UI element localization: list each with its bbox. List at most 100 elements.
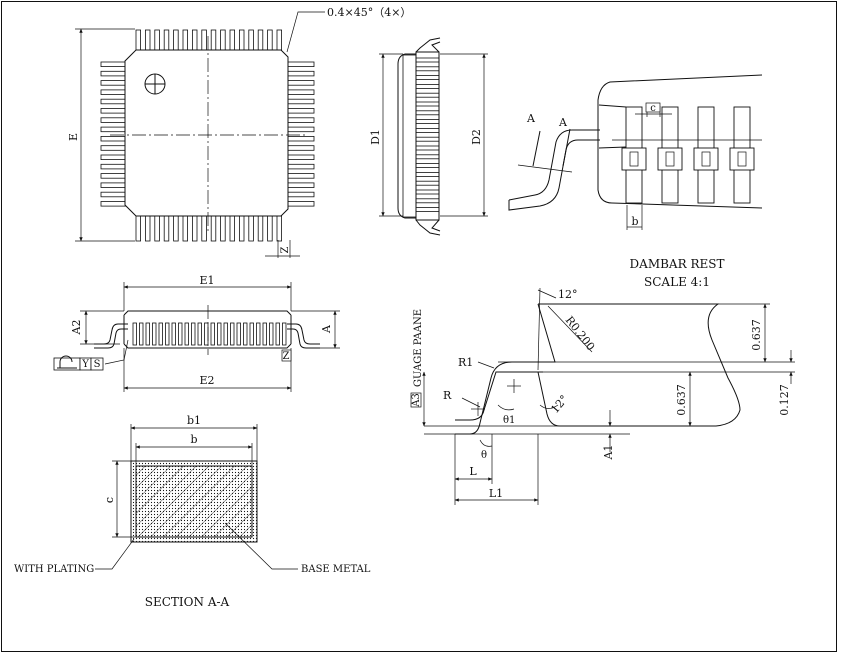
- front-lead: [217, 322, 222, 346]
- dim-right-0127: 0.127: [778, 384, 791, 416]
- top-view: E Z 0.4×45°（4×）: [67, 6, 411, 258]
- pin: [248, 29, 254, 53]
- dim-a3-label: A3: [411, 393, 422, 408]
- side-lead: [415, 127, 440, 133]
- label-theta: θ: [481, 450, 487, 461]
- angle-top: 12°: [558, 288, 578, 301]
- dim-top-0637: 0.637: [750, 319, 763, 351]
- front-lead: [282, 322, 287, 346]
- side-lead: [415, 66, 440, 72]
- pin: [173, 213, 179, 242]
- label-r1: R1: [458, 356, 473, 369]
- pin: [285, 126, 315, 133]
- pin: [100, 89, 128, 95]
- front-leads: [132, 322, 287, 346]
- pin: [163, 29, 170, 53]
- pin: [285, 135, 315, 142]
- dim-d2-label: D2: [470, 129, 483, 145]
- side-lead: [415, 110, 440, 116]
- pin: [285, 70, 315, 77]
- angle-bottom: 12°: [548, 393, 570, 416]
- pin: [100, 173, 128, 179]
- dim-b-section-label: b: [190, 433, 197, 446]
- pin: [285, 98, 315, 105]
- dim-mid-0637: 0.637: [675, 384, 688, 416]
- dambar-cut: [737, 151, 747, 167]
- label-r: R: [443, 389, 452, 402]
- pin: [238, 213, 245, 242]
- side-lead: [415, 163, 440, 169]
- dim-a-label: A: [320, 324, 333, 334]
- section-title: SECTION A-A: [145, 595, 230, 609]
- front-lead: [139, 322, 144, 346]
- pin: [191, 29, 198, 53]
- front-lead: [178, 322, 183, 346]
- front-lead: [184, 322, 189, 346]
- section-mark-right: A: [558, 116, 568, 129]
- dambar-scale: SCALE 4:1: [644, 275, 710, 289]
- dim-c-label: c: [650, 103, 656, 114]
- pin: [257, 29, 264, 53]
- dambar-cut: [665, 151, 675, 167]
- pin: [182, 213, 188, 242]
- right-pins: [285, 61, 315, 207]
- pin: [163, 213, 170, 242]
- front-lead: [165, 322, 170, 346]
- front-lead: [210, 322, 215, 346]
- pin: [220, 29, 226, 53]
- front-lead: [145, 322, 150, 346]
- pin: [285, 80, 315, 86]
- gauge-plane-label: GUAGE PAANE: [413, 309, 424, 387]
- pin: [285, 201, 315, 207]
- label-base-metal: BASE METAL: [301, 564, 371, 575]
- pin: [285, 61, 315, 67]
- pin: [285, 191, 315, 198]
- front-lead: [158, 322, 163, 346]
- front-lead: [191, 322, 196, 346]
- dim-l-label: L: [469, 465, 477, 478]
- dim-l1-label: L1: [489, 487, 503, 500]
- dim-c-section-label: c: [103, 497, 116, 503]
- pin: [100, 182, 128, 188]
- front-lead: [204, 322, 209, 346]
- pin: [173, 29, 179, 53]
- side-lead: [415, 189, 440, 195]
- front-lead: [223, 322, 228, 346]
- dim-b-label: b: [631, 215, 638, 228]
- pin: [100, 163, 128, 170]
- pin: [267, 213, 273, 242]
- front-lead: [269, 322, 274, 346]
- pin: [210, 213, 217, 242]
- pin: [100, 61, 128, 67]
- pin: [100, 191, 128, 198]
- top-pins: [135, 29, 282, 53]
- pin: [229, 213, 235, 242]
- side-lead: [415, 171, 440, 177]
- radius-label: R0.200: [563, 314, 598, 353]
- dambar-cut: [629, 151, 639, 167]
- front-lead: [249, 322, 254, 346]
- pin: [100, 154, 128, 160]
- pin: [135, 213, 141, 242]
- pin: [100, 108, 128, 114]
- pin: [248, 213, 254, 242]
- dambar-title: DAMBAR REST: [630, 257, 725, 271]
- section-mark-left: A: [526, 112, 536, 125]
- side-lead: [415, 207, 440, 213]
- chamfer-note: 0.4×45°（4×）: [327, 6, 411, 19]
- pin: [100, 135, 128, 142]
- front-lead: [171, 322, 176, 346]
- dim-d1-label: D1: [369, 129, 382, 145]
- dambar-detail: A A c b DAMBAR REST SCALE 4:1: [508, 74, 763, 289]
- front-view: E1 E2 A2 A Z Y S: [53, 274, 340, 392]
- pin: [267, 29, 273, 53]
- front-lead: [132, 322, 137, 346]
- pin: [144, 29, 151, 53]
- left-pins: [100, 61, 128, 207]
- pin: [285, 108, 315, 114]
- pin: [285, 89, 315, 95]
- pin: [100, 70, 128, 77]
- side-lead: [415, 136, 440, 142]
- side-lead: [415, 57, 440, 63]
- side-lead: [415, 92, 440, 98]
